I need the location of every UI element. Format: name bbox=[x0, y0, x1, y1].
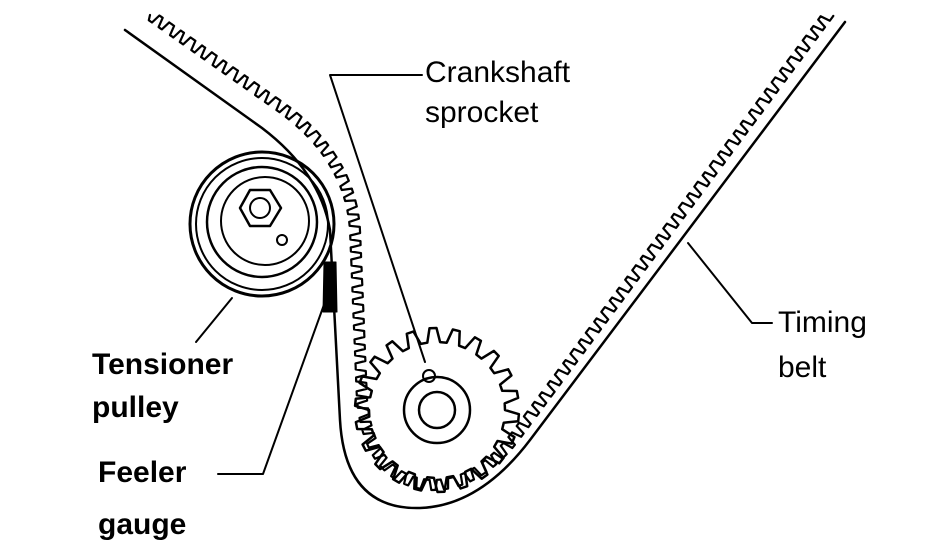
timing-belt-back bbox=[123, 20, 847, 510]
tensioner-pulley bbox=[188, 150, 336, 298]
timing-belt-leader bbox=[687, 242, 773, 324]
feeler-label-line2: gauge bbox=[98, 508, 187, 541]
tensioner-label-line1: Tensioner bbox=[92, 348, 234, 381]
crankshaft-leader bbox=[329, 74, 426, 363]
feeler-leader bbox=[217, 287, 331, 475]
timing-belt-label-line2: belt bbox=[778, 351, 827, 384]
tensioner-nut-icon bbox=[238, 188, 283, 228]
crankshaft-label-line2: sprocket bbox=[425, 96, 539, 129]
timing-belt-label-line1: Timing bbox=[778, 306, 867, 339]
feeler-label-line1: Feeler bbox=[98, 456, 187, 489]
tensioner-label-line2: pulley bbox=[92, 391, 179, 424]
crankshaft-sprocket bbox=[353, 326, 521, 494]
tensioner-leader bbox=[195, 297, 233, 343]
sprocket-teeth bbox=[353, 326, 521, 494]
crankshaft-label-line1: Crankshaft bbox=[425, 56, 571, 89]
